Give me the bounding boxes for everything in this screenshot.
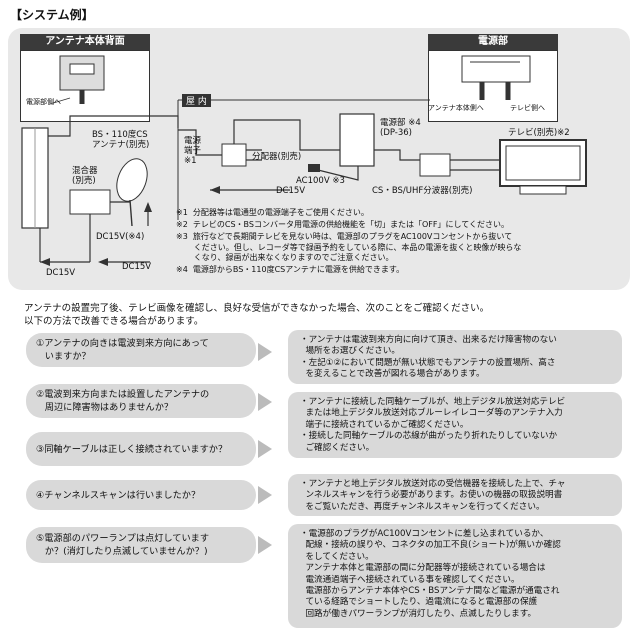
arrow-right-icon (258, 536, 272, 554)
note-1: ※1 分配器等は電通型の電源端子をご使用ください。 (176, 208, 369, 217)
answer-2: ・アンテナに接続した同軸ケーブルが、地上デジタル放送対応テレビ または地上デジタ… (288, 392, 622, 458)
arrow-dc15v-left-2 (98, 258, 108, 266)
question-5: ⑤電源部のパワーランプは点灯しています か？(消灯したり点滅していませんか？) (26, 527, 256, 563)
arrow-right-icon (258, 343, 272, 361)
uhf-splitter-box (419, 153, 451, 177)
tv-stand (519, 185, 567, 195)
tv-screen (505, 145, 581, 181)
arrow-dc15v-left-3 (210, 186, 220, 194)
diagram-drawing (21, 55, 587, 266)
splitter-outputs (246, 149, 262, 161)
cable-indoor-to-splitter (178, 129, 222, 156)
answer-4: ・電源部のプラグがAC100Vコンセントに差し込まれているか、 配線・接続の誤り… (288, 524, 622, 628)
antenna-back-leader (49, 97, 71, 105)
to-power-unit-label: 電源部側へ (26, 98, 61, 106)
intro-line-2: 以下の方法で改善できる場合があります。 (24, 316, 204, 327)
bs-dish-pole (129, 199, 133, 227)
dc15v-bottom-right-label: DC15V (122, 262, 152, 272)
to-antenna-label: アンテナ本体側へ (428, 104, 484, 112)
ac-label: AC100V ※3 (296, 176, 345, 186)
ac-plug (308, 164, 320, 172)
bs-antenna-label: BS・110度CS アンテナ(別売) (92, 130, 150, 150)
mixer-label: 混合器 (別売) (72, 166, 98, 186)
arrow-right-icon (258, 393, 272, 411)
page-title: 【システム例】 (10, 8, 94, 22)
to-tv-label: テレビ側へ (510, 104, 545, 112)
answer-1: ・アンテナは電波到来方向に向けて頂き、出来るだけ障害物のない 場所をお選びくださ… (288, 330, 622, 384)
dc15v-indoor-label: DC15V (276, 186, 306, 196)
splitter-box (221, 143, 247, 167)
tv-label: テレビ(別売)※2 (508, 128, 570, 138)
dc15v-bottom-left-label: DC15V (46, 268, 76, 278)
indoor-boundary (177, 99, 430, 220)
answer-3: ・アンテナと地上デジタル放送対応の受信機器を接続した上で、チャ ンネルスキャンを… (288, 474, 622, 516)
question-4: ④チャンネルスキャンは行いましたか？ (26, 480, 256, 510)
arrow-dc15v-left (40, 258, 50, 266)
note-4: ※4 電源部からBS・110度CSアンテナに電源を供給できます。 (176, 265, 405, 274)
dc15v-bs-label: DC15V(※4) (96, 232, 145, 242)
cable-splitter-to-power (233, 119, 340, 151)
power-unit-detail-box (461, 55, 531, 83)
question-3: ③同軸ケーブルは正しく接続されていますか？ (26, 432, 256, 466)
mixer-box (69, 189, 111, 215)
power-unit-box (339, 113, 375, 167)
arrow-dc15v-up (144, 202, 152, 212)
intro-line-1: アンテナの設置完了後、テレビ画像を確認し、良好な受信ができなかった場合、次のこと… (24, 303, 490, 314)
splitter-label: 分配器(別売) (252, 152, 302, 162)
arrow-right-icon (258, 440, 272, 458)
antenna-back-header: アンテナ本体背面 (20, 34, 150, 50)
note-2: ※2 テレビのCS・BSコンバータ用電源の供給機能を「切」または「OFF」にして… (176, 220, 509, 229)
question-2: ②電波到来方向または設置したアンテナの 周辺に障害物はありませんか？ (26, 384, 256, 418)
ac-cord (317, 166, 359, 181)
uhf-splitter-label: CS・BS/UHF分波器(別売) (372, 186, 473, 196)
power-unit-label: 電源部 ※4 (DP-36) (380, 118, 421, 138)
cable-uhf-to-tv (450, 159, 500, 171)
indoor-label: 屋 内 (182, 94, 211, 107)
question-1: ①アンテナの向きは電波到来方向にあって いますか？ (26, 333, 256, 367)
antenna-back-connector-plate (69, 63, 95, 75)
arrow-right-icon (258, 486, 272, 504)
power-terminal-label: 電源 端子 ※1 (184, 136, 202, 166)
bs-dish (116, 158, 148, 202)
cable-power-to-uhf (374, 149, 420, 161)
power-unit-header: 電源部 (428, 34, 558, 50)
note-3: ※3 旅行などで長期間テレビを見ない時は、電源部のプラグをAC100Vコンセント… (176, 232, 522, 262)
